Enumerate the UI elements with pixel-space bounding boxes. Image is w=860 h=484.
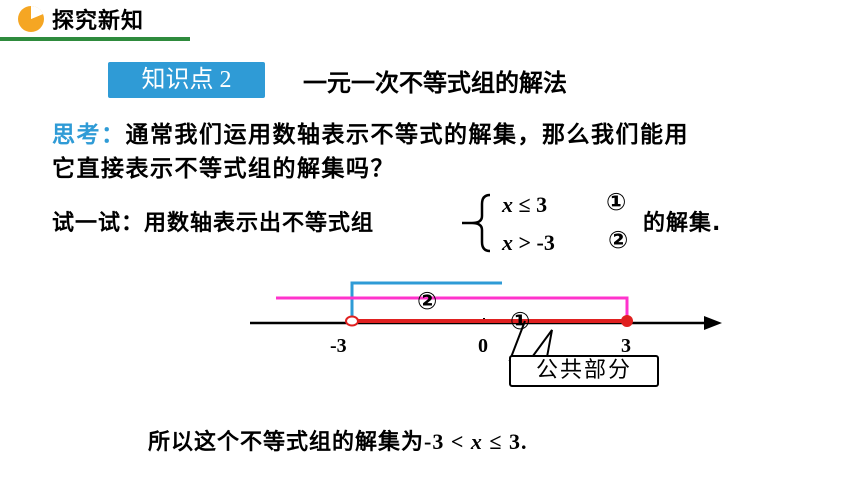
pie-chart-icon: [18, 6, 44, 32]
think-text-line1: 通常我们运用数轴表示不等式的解集，那么我们能用: [125, 122, 689, 148]
tick-label-neg3: -3: [330, 335, 347, 357]
segment-mark-1: ①: [510, 307, 531, 335]
axis-arrow: [704, 316, 722, 330]
header-underline: [0, 37, 190, 41]
inequality-1-mark: ①: [606, 188, 627, 216]
inequality-2: x > -3: [502, 230, 555, 256]
conclusion: 所以这个不等式组的解集为-3 < x ≤ 3.: [148, 424, 527, 456]
ineq1-bracket: [276, 296, 629, 321]
system-brace: [462, 193, 491, 253]
think-text-line2: 它直接表示不等式组的解集吗？: [52, 156, 395, 182]
knowledge-point-title: 一元一次不等式组的解法: [303, 69, 567, 97]
inequality-2-mark: ②: [608, 226, 629, 254]
inequality-2-rest: > -3: [513, 230, 555, 255]
inequality-2-var: x: [502, 230, 513, 255]
tick-label-0: 0: [478, 335, 488, 357]
conclusion-lhs: -3 <: [424, 429, 471, 454]
inequality-1: x ≤ 3: [502, 192, 547, 218]
try-label: 试一试：用数轴表示出不等式组: [52, 211, 375, 236]
knowledge-point-badge: 知识点 2: [108, 62, 265, 98]
inequality-1-var: x: [502, 192, 513, 217]
think-label: 思考：: [52, 122, 126, 148]
inequality-1-rest: ≤ 3: [513, 192, 548, 217]
conclusion-prefix: 所以这个不等式组的解集为: [148, 430, 425, 455]
ineq2-bracket: [350, 281, 502, 321]
open-endpoint-neg3: [345, 315, 359, 327]
closed-endpoint-3: [621, 315, 633, 327]
segment-mark-2: ②: [417, 287, 438, 315]
conclusion-rhs: ≤ 3.: [482, 429, 528, 454]
tick-label-3: 3: [621, 335, 631, 357]
header-bar: 探究新知: [0, 0, 190, 34]
think-paragraph: 思考：通常我们运用数轴表示不等式的解集，那么我们能用 它直接表示不等式组的解集吗…: [52, 118, 822, 186]
conclusion-var: x: [470, 429, 483, 454]
header-title: 探究新知: [52, 9, 145, 34]
common-part-callout: 公共部分: [509, 355, 659, 387]
try-suffix: 的解集.: [643, 211, 722, 236]
